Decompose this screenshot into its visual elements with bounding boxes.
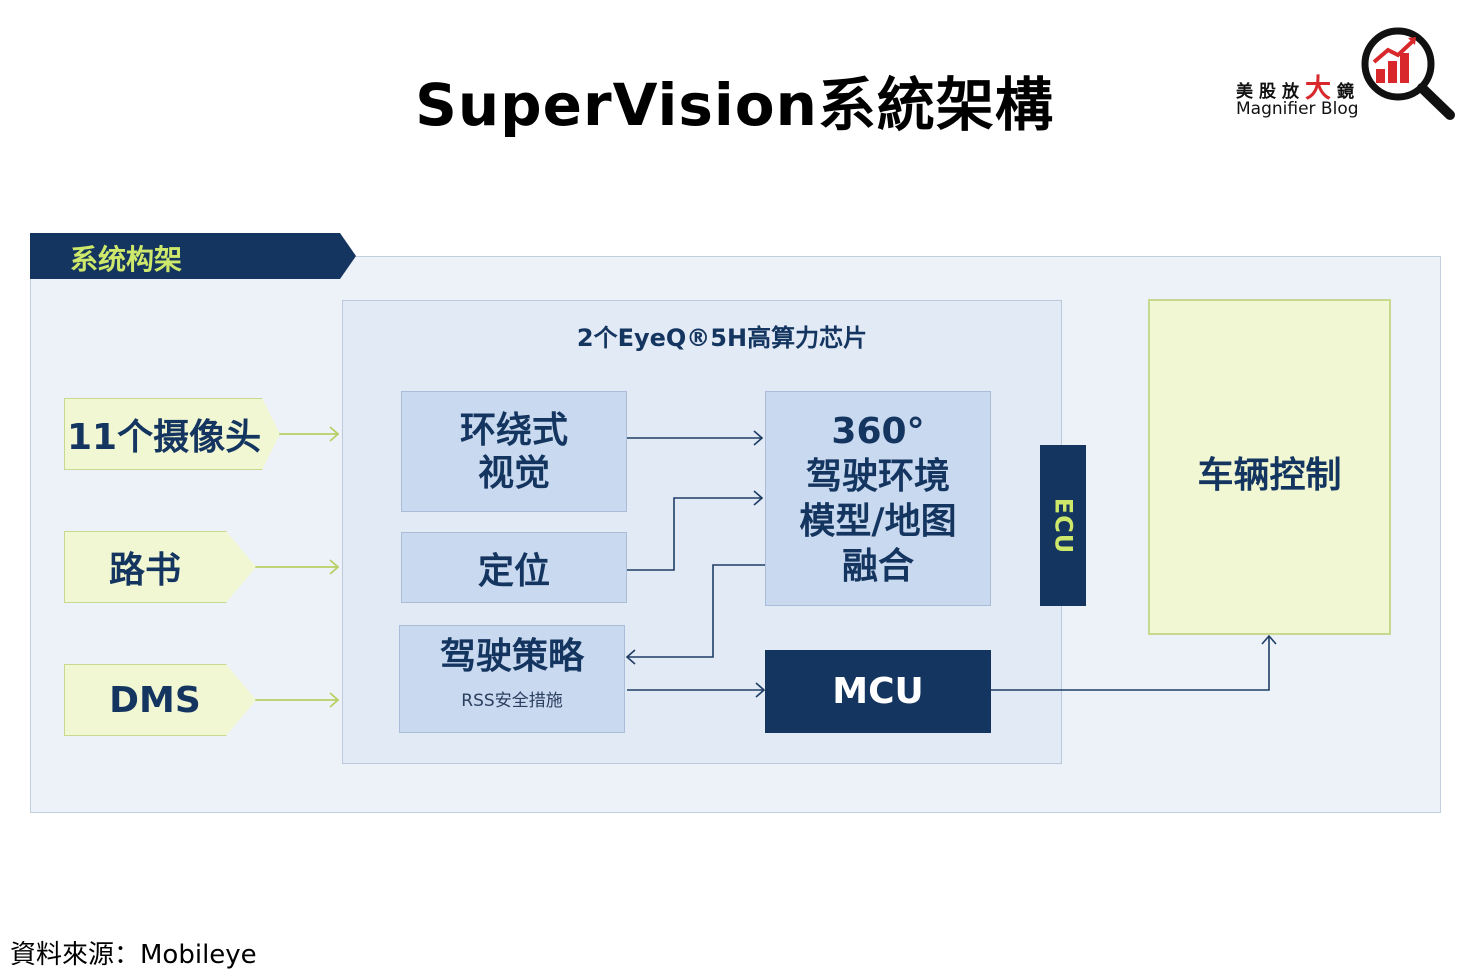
fusion-line3: 模型/地图 [799, 500, 957, 542]
ecu-label: ECU [1049, 497, 1077, 554]
eyeq-chip-label: 2个EyeQ®5H高算力芯片 [576, 324, 868, 352]
surround-vision-line1: 环绕式 [459, 409, 568, 451]
input-roadbook: 路书 [64, 531, 256, 603]
module-ecu: ECU [1040, 445, 1086, 606]
input-dms: DMS [64, 664, 256, 736]
vehicle-control-label: 车辆控制 [1197, 455, 1342, 496]
module-surround-vision: 环绕式 视觉 [401, 391, 627, 512]
arrow-cameras-to-chip [278, 426, 340, 442]
brand-logo: 美股放大鏡 Magnifier Blog [1236, 22, 1461, 122]
arrow-roadbook-to-chip [254, 559, 340, 575]
logo-cn-part2: 鏡 [1337, 82, 1361, 102]
fusion-line1: 360° [831, 410, 925, 452]
mcu-label: MCU [832, 671, 924, 712]
arrow-dms-to-chip [254, 692, 340, 708]
input-cameras-label: 11个摄像头 [67, 417, 262, 458]
arrow-mcu-to-control [991, 634, 1277, 691]
page-title: SuperVision系統架構 [415, 71, 1054, 139]
vehicle-control-block [1148, 299, 1391, 635]
logo-english-text: Magnifier Blog [1236, 99, 1359, 119]
arrow-localization-to-fusion [627, 490, 764, 571]
driving-policy-label: 驾驶策略 [439, 636, 584, 677]
fusion-line4: 融合 [841, 545, 914, 587]
magnifier-bar-chart-icon [1361, 27, 1455, 120]
logo-chinese-text: 美股放大鏡 [1236, 68, 1360, 105]
surround-vision-line2: 视觉 [477, 452, 550, 494]
module-environment-fusion: 360° 驾驶环境 模型/地图 融合 [765, 391, 991, 606]
fusion-line2: 驾驶环境 [805, 455, 950, 497]
driving-policy-sublabel: RSS安全措施 [461, 691, 563, 711]
input-cameras: 11个摄像头 [64, 398, 280, 470]
arrow-vision-to-fusion [627, 430, 764, 446]
input-dms-label: DMS [109, 679, 201, 721]
section-tab: 系统构架 [30, 233, 356, 279]
module-mcu: MCU [765, 650, 991, 733]
module-localization: 定位 [401, 532, 627, 603]
module-driving-policy: 驾驶策略 RSS安全措施 [399, 625, 625, 733]
input-roadbook-label: 路书 [108, 550, 181, 591]
arrow-policy-to-mcu [627, 682, 766, 698]
source-caption: 資料來源：Mobileye [10, 940, 257, 970]
logo-cn-big: 大 [1305, 74, 1338, 104]
localization-label: 定位 [477, 550, 550, 592]
logo-cn-part1: 美股放 [1236, 82, 1305, 102]
section-tab-label: 系统构架 [70, 243, 183, 276]
arrow-fusion-to-policy [625, 564, 765, 665]
